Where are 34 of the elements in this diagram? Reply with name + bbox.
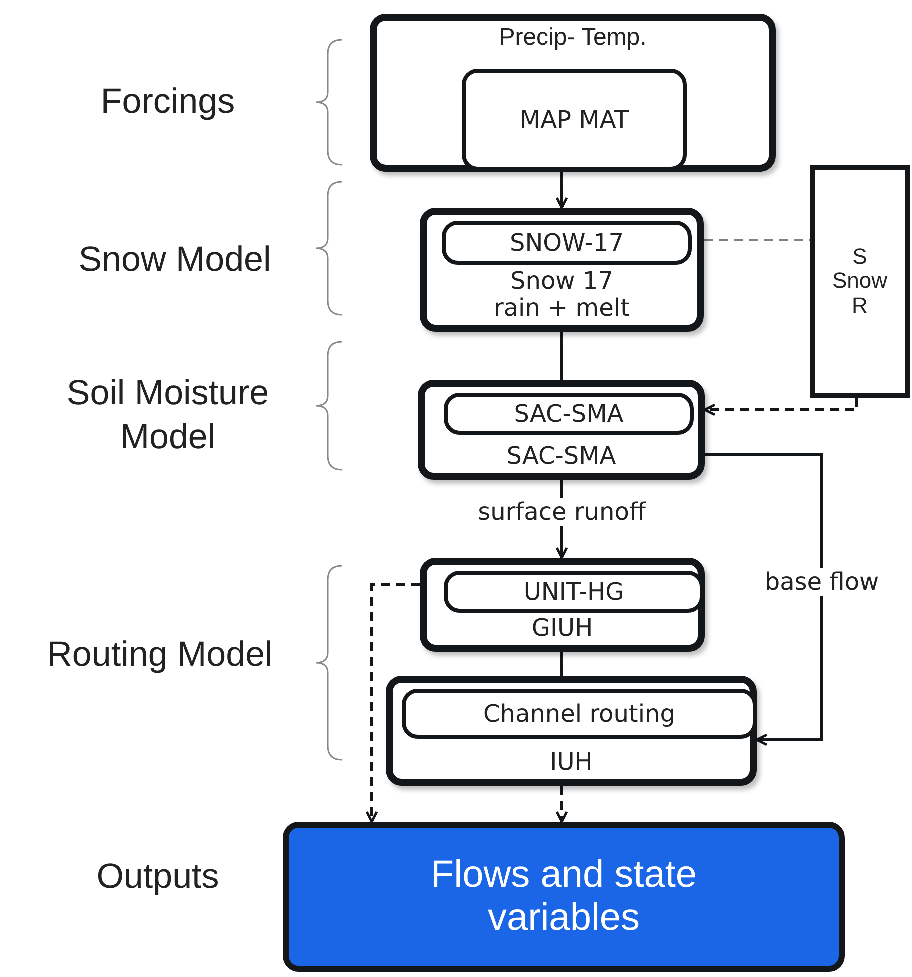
- node-text: Flows and state variables: [430, 854, 698, 940]
- arrow: [556, 172, 568, 210]
- process-box: [810, 165, 910, 398]
- node-text: Channel routing: [484, 700, 676, 728]
- node-text: Snow 17: [510, 268, 614, 296]
- node-text: UNIT-HG: [524, 578, 624, 606]
- process-box: [370, 14, 776, 172]
- inner-box: [442, 221, 692, 265]
- arrow: [704, 398, 858, 416]
- arrow: [366, 584, 420, 824]
- stage-label: Soil Moisture Model: [66, 372, 270, 458]
- node-text: SAC-SMA: [506, 443, 616, 470]
- process-box: [420, 208, 704, 332]
- node-text: MAP MAT: [520, 106, 630, 134]
- inner-box: [444, 393, 694, 435]
- arrow: [556, 786, 568, 824]
- node-text: rain + melt: [494, 295, 630, 322]
- node-text: IUH: [550, 749, 593, 776]
- stage-label: Snow Model: [78, 239, 272, 282]
- node-text: SNOW-17: [510, 230, 624, 256]
- node-text: Snow: [832, 269, 888, 294]
- node-text: GIUH: [532, 615, 594, 642]
- arrow: [705, 454, 824, 746]
- node-text: Precip- Temp.: [499, 25, 647, 52]
- node-text: S: [852, 244, 868, 270]
- node-text: R: [852, 294, 868, 318]
- output-box: [283, 822, 845, 972]
- process-box: [420, 558, 705, 652]
- stage-label: Routing Model: [46, 634, 274, 676]
- process-box: [386, 676, 757, 786]
- stage-label: Outputs: [96, 856, 220, 898]
- node-text: SAC-SMA: [514, 400, 624, 428]
- stage-label: Forcings: [100, 81, 236, 124]
- process-box: [418, 380, 705, 480]
